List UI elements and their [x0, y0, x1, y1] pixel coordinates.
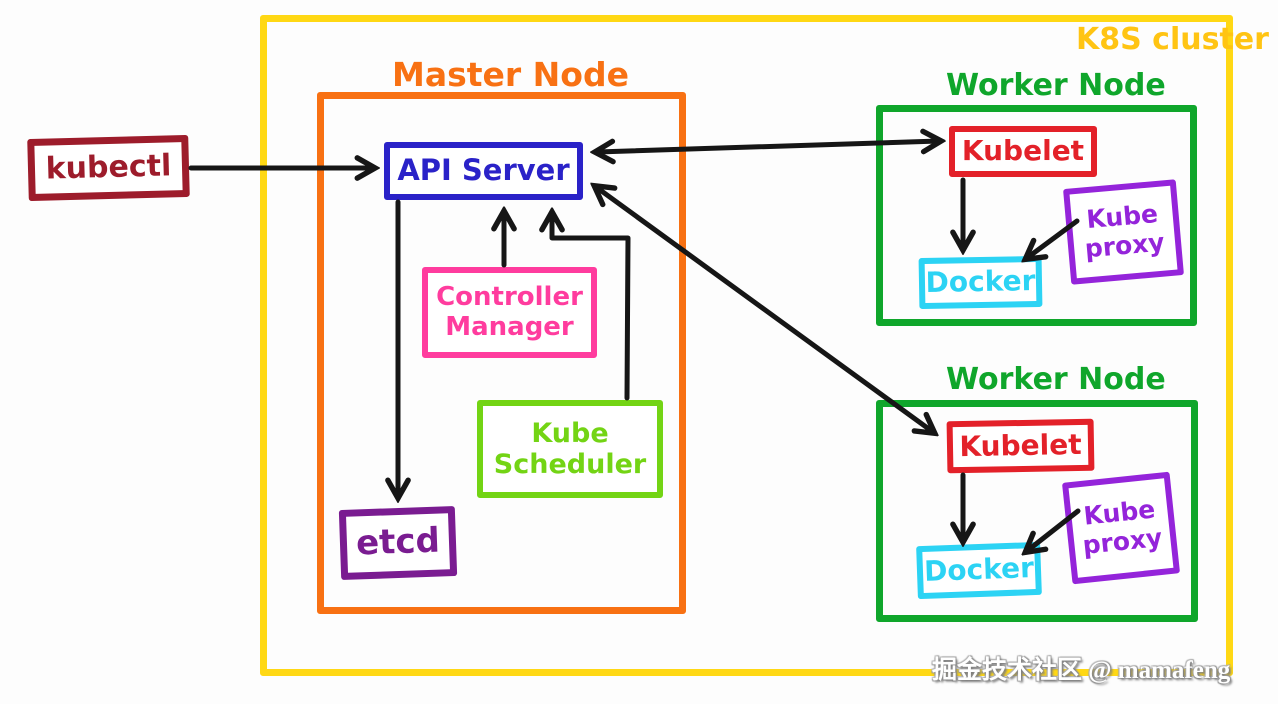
worker2-kubelet-label: Kubelet — [959, 427, 1082, 463]
worker1-docker-node: Docker — [918, 255, 1043, 310]
worker2-docker-node: Docker — [916, 541, 1042, 600]
controller-manager-node: Controller Manager — [422, 267, 597, 358]
k8s-cluster-box — [260, 15, 1233, 676]
worker1-kubelet-node: Kubelet — [949, 126, 1097, 177]
k8s-cluster-label: K8S cluster — [1076, 22, 1269, 57]
kube-scheduler-label: Kube Scheduler — [493, 417, 647, 480]
worker2-kube-proxy-node: Kube proxy — [1061, 471, 1181, 585]
api-server-node: API Server — [384, 142, 583, 200]
worker2-kubelet-node: Kubelet — [946, 418, 1095, 474]
worker-node-1-label: Worker Node — [946, 68, 1166, 103]
watermark: 掘金技术社区 @ mamafeng — [932, 657, 1231, 684]
kubectl-label: kubectl — [45, 148, 172, 187]
worker2-kube-proxy-label: Kube proxy — [1081, 494, 1164, 561]
worker2-docker-label: Docker — [923, 551, 1035, 589]
worker1-docker-label: Docker — [925, 264, 1036, 300]
controller-manager-label: Controller Manager — [436, 281, 583, 342]
worker-node-2-label: Worker Node — [946, 362, 1166, 397]
etcd-node: etcd — [338, 505, 458, 581]
master-node-label: Master Node — [392, 55, 629, 94]
worker1-kube-proxy-node: Kube proxy — [1063, 179, 1184, 285]
worker1-kubelet-label: Kubelet — [961, 134, 1085, 168]
kube-scheduler-node: Kube Scheduler — [477, 400, 663, 498]
api-server-label: API Server — [397, 153, 570, 188]
worker1-kube-proxy-label: Kube proxy — [1083, 199, 1166, 264]
worker-node-2-box — [876, 400, 1198, 622]
etcd-label: etcd — [355, 521, 441, 564]
kubectl-node: kubectl — [27, 134, 190, 202]
